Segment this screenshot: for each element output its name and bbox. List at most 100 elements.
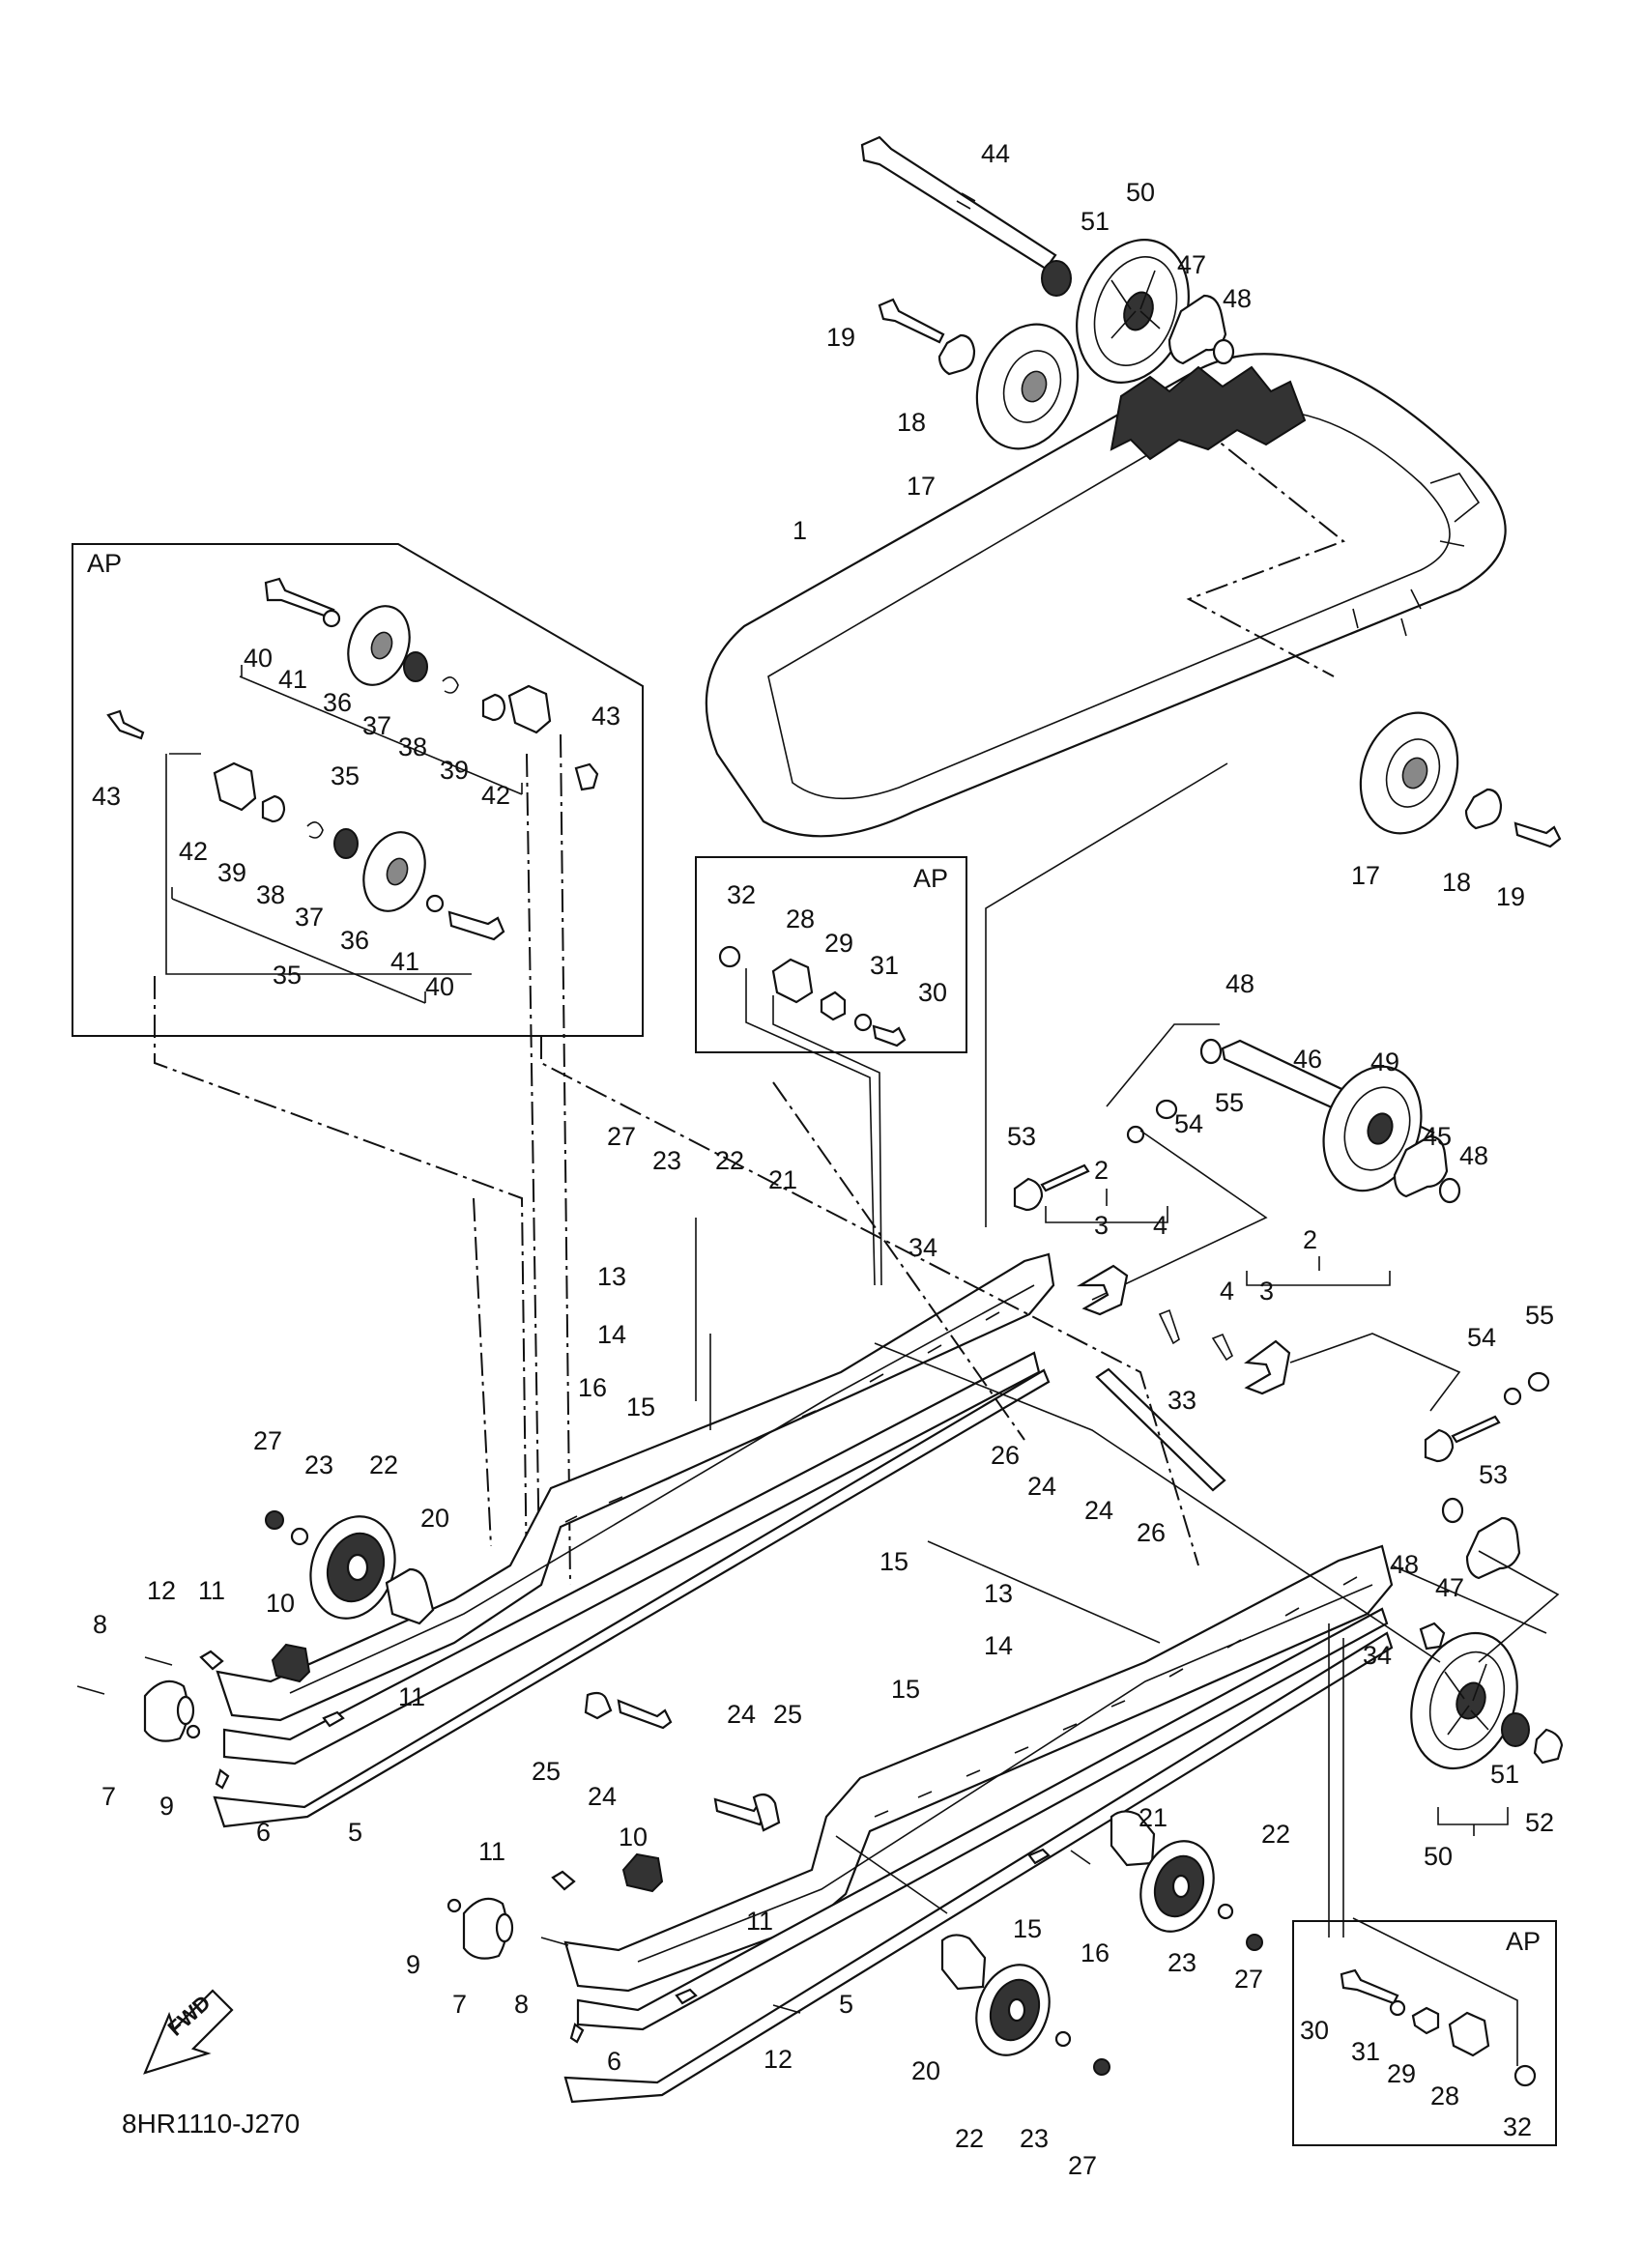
callout-47-top: 47 — [1177, 250, 1206, 279]
callout-21-right: 21 — [1139, 1803, 1167, 1832]
callout-6-left: 6 — [256, 1818, 271, 1847]
callout-15-lower: 15 — [891, 1675, 920, 1704]
callout-53-right: 53 — [1479, 1460, 1508, 1489]
callout-22-center: 22 — [955, 2124, 984, 2153]
callout-14-lower-mid: 14 — [984, 1631, 1013, 1660]
callout-17-right: 17 — [1351, 861, 1380, 890]
nut-top — [1212, 338, 1235, 365]
callout-51-lower: 51 — [1490, 1760, 1519, 1789]
callout-14-mid: 14 — [597, 1320, 626, 1349]
callout-29-center: 29 — [824, 929, 853, 958]
slide-rail-upper — [213, 1252, 1055, 1828]
callout-2-left: 2 — [1094, 1156, 1109, 1185]
callout-9-center: 9 — [406, 1950, 420, 1979]
rear-wheel-lower-right — [1391, 1371, 1564, 1836]
front-left-parts — [76, 1510, 673, 1790]
callout-50-top: 50 — [1126, 178, 1155, 207]
callout-38-upper: 38 — [398, 732, 427, 761]
front-right-parts — [447, 1793, 1263, 2076]
callout-12-center: 12 — [764, 2045, 793, 2074]
callout-13-mid: 13 — [597, 1262, 626, 1291]
callout-8-left: 8 — [93, 1610, 107, 1639]
callout-25-center: 25 — [773, 1700, 802, 1729]
callout-41-lower: 41 — [390, 947, 419, 976]
callout-45: 45 — [1423, 1122, 1452, 1151]
callout-39-upper: 39 — [440, 756, 469, 785]
diagram-code: 8HR1110-J270 — [122, 2109, 300, 2139]
callout-55-right: 55 — [1525, 1301, 1554, 1330]
callout-44: 44 — [981, 139, 1010, 168]
callout-38-lower: 38 — [256, 880, 285, 909]
bearing-top — [1041, 260, 1072, 297]
callout-10-left: 10 — [266, 1589, 295, 1618]
callout-35-upper: 35 — [331, 761, 360, 790]
ap-tag-left: AP — [87, 549, 122, 578]
callout-40-upper: 40 — [244, 644, 273, 673]
callout-22-mid: 22 — [715, 1146, 744, 1175]
callout-42-lower: 42 — [179, 837, 208, 866]
callout-37-upper: 37 — [362, 711, 391, 740]
callout-10-center: 10 — [619, 1823, 648, 1852]
callout-48-mid-right: 48 — [1459, 1141, 1488, 1170]
callout-23-left: 23 — [304, 1450, 333, 1479]
ap-bottom-right-parts — [1328, 1623, 1537, 2087]
callout-20-left: 20 — [420, 1504, 449, 1533]
ap-left-parts — [106, 577, 599, 1586]
callout-25-left: 25 — [532, 1757, 561, 1786]
callout-2-right: 2 — [1303, 1225, 1317, 1254]
callout-15-lower-mid: 15 — [879, 1547, 908, 1576]
callout-26-lower-mid: 26 — [1137, 1518, 1166, 1547]
callout-31-br: 31 — [1351, 2037, 1380, 2066]
ap-box-left — [72, 543, 644, 1037]
callout-52: 52 — [1525, 1808, 1554, 1837]
callout-4-right: 4 — [1220, 1277, 1234, 1306]
brackets-upper — [1045, 1189, 1461, 1412]
idler-wheel-17-top — [975, 323, 1080, 450]
callout-51-top: 51 — [1081, 207, 1110, 236]
callout-11-left-lower: 11 — [398, 1682, 425, 1711]
callout-23-center: 23 — [1020, 2124, 1049, 2153]
callout-40-lower: 40 — [425, 972, 454, 1001]
callout-41-upper: 41 — [278, 665, 307, 694]
callout-24-lower-mid: 24 — [1084, 1496, 1113, 1525]
callout-5-center: 5 — [839, 1990, 853, 2019]
callout-9-left: 9 — [159, 1792, 174, 1821]
callout-33: 33 — [1167, 1386, 1196, 1415]
assembly-lines — [473, 762, 1441, 1914]
callout-18-right: 18 — [1442, 868, 1471, 897]
callout-24-left: 24 — [588, 1782, 617, 1811]
callout-24-mid: 24 — [1027, 1472, 1056, 1501]
callout-37-lower: 37 — [295, 903, 324, 932]
callout-30-center: 30 — [918, 978, 947, 1007]
callout-54-right: 54 — [1467, 1323, 1496, 1352]
callout-13-lower-mid: 13 — [984, 1579, 1013, 1608]
callout-15-right: 15 — [1013, 1914, 1042, 1943]
callout-17-top: 17 — [907, 472, 936, 501]
callout-27-center: 27 — [1068, 2151, 1097, 2180]
callout-53-mid: 53 — [1007, 1122, 1036, 1151]
callout-48-mid: 48 — [1225, 969, 1254, 998]
callout-16-right: 16 — [1081, 1938, 1110, 1967]
callout-54-mid: 54 — [1174, 1109, 1203, 1138]
callout-34-upper: 34 — [908, 1233, 937, 1262]
callout-22-left: 22 — [369, 1450, 398, 1479]
collar-18-right — [1464, 788, 1503, 830]
ap-tag-center: AP — [913, 864, 948, 893]
callout-46: 46 — [1293, 1045, 1322, 1074]
callout-28-br: 28 — [1430, 2081, 1459, 2110]
callout-7-left: 7 — [101, 1782, 116, 1811]
callout-1: 1 — [793, 516, 807, 545]
callout-36-upper: 36 — [323, 688, 352, 717]
callout-49: 49 — [1370, 1048, 1399, 1077]
callout-28-center: 28 — [786, 904, 815, 933]
bolt-19-right — [1513, 821, 1562, 848]
callout-47-lower: 47 — [1435, 1573, 1464, 1602]
callout-30-br: 30 — [1300, 2016, 1329, 2045]
track-belt — [705, 353, 1507, 838]
callout-26-mid: 26 — [991, 1441, 1020, 1470]
callout-32-center: 32 — [727, 880, 756, 909]
bolt-19-top — [878, 298, 945, 344]
callout-19-top: 19 — [826, 323, 855, 352]
callout-32-br: 32 — [1503, 2112, 1532, 2141]
